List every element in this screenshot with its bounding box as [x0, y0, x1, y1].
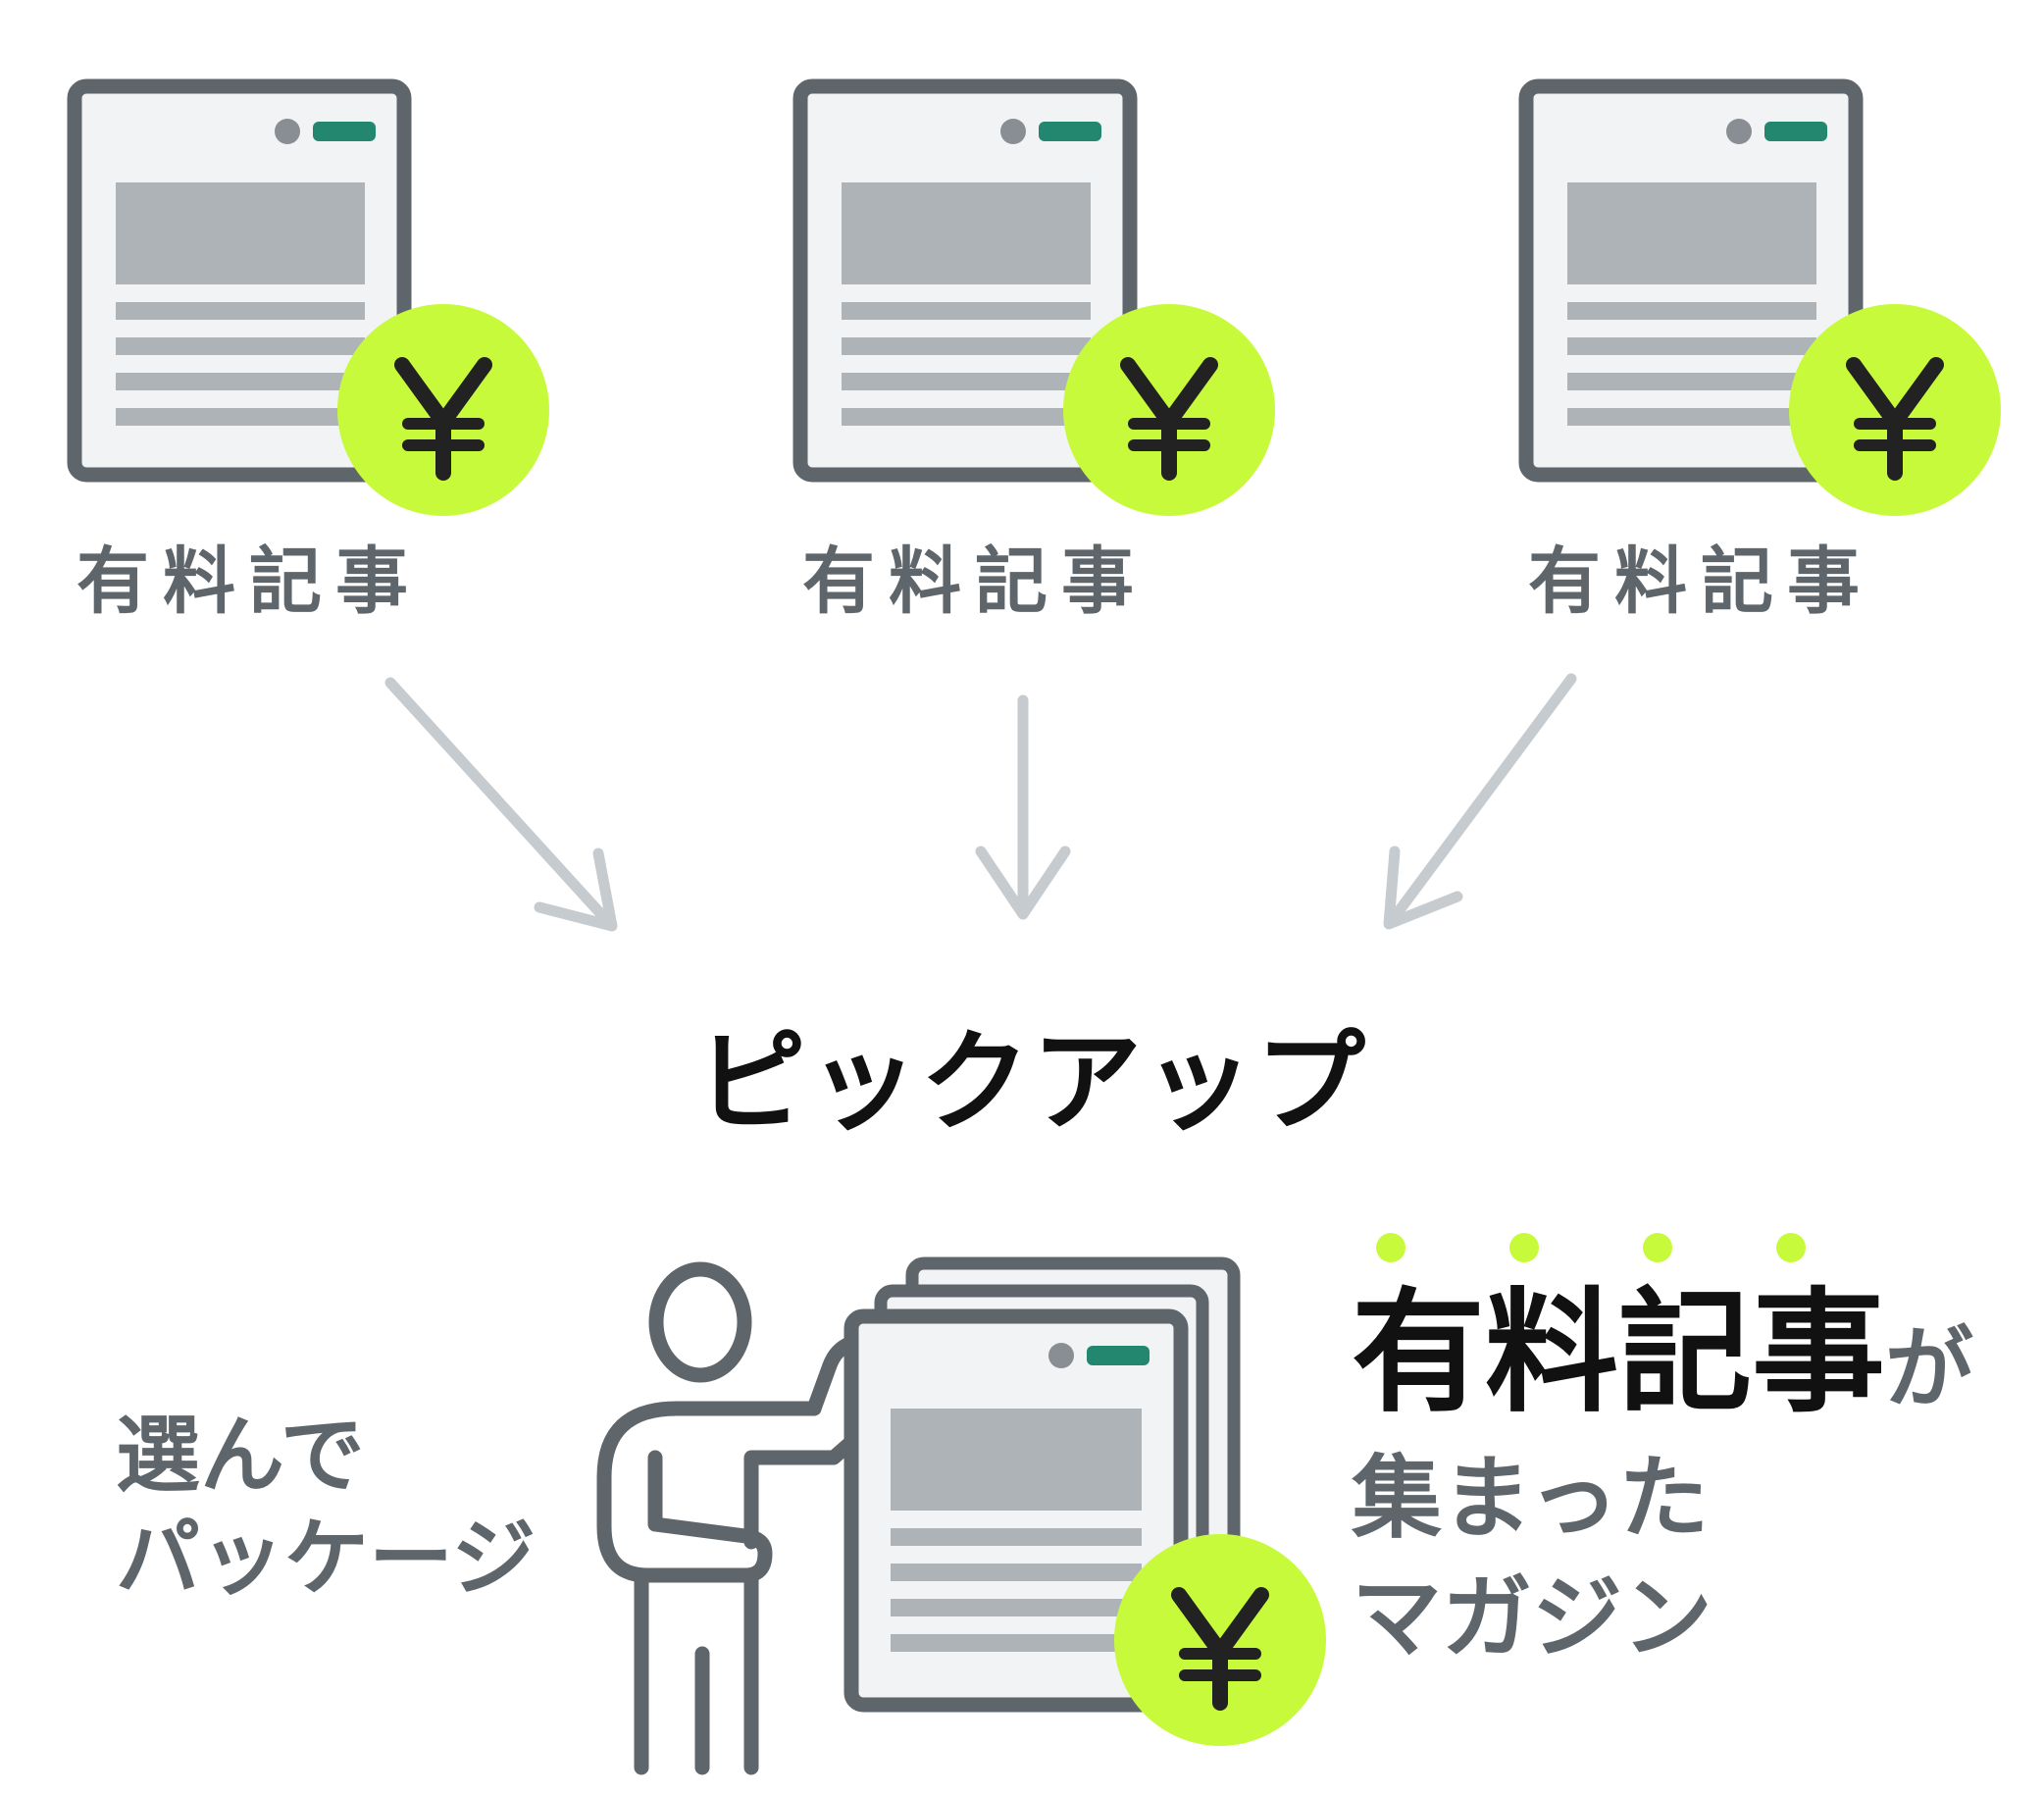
right-caption-line3: マガジン — [1352, 1565, 1713, 1670]
yen-coin-icon — [1789, 304, 2001, 516]
yen-coin-icon — [1063, 304, 1275, 516]
article-label-2: 有料記事 — [802, 539, 1148, 624]
magazine-stack — [843, 1256, 1241, 1713]
article-label-3: 有料記事 — [1528, 539, 1873, 624]
left-caption: 選んで パッケージ — [116, 1405, 606, 1611]
left-caption-line1: 選んで — [116, 1407, 365, 1505]
pickup-label: ピックアップ — [696, 1019, 1367, 1147]
person-icon — [596, 1261, 857, 1775]
arrow-right-to-center — [1383, 673, 1577, 930]
emphasis-dots — [1376, 1233, 1806, 1262]
arrow-center-down — [975, 694, 1071, 920]
left-caption-line2: パッケージ — [116, 1509, 537, 1608]
right-caption-line2: 集まった — [1352, 1446, 1710, 1551]
right-caption-emphasis: 有料記事 — [1352, 1276, 1885, 1431]
article-label-1: 有料記事 — [77, 539, 422, 624]
right-caption-line1: 有料記事が — [1352, 1287, 2018, 1420]
right-caption-particle: が — [1885, 1317, 1973, 1420]
yen-coin-icon — [1114, 1534, 1326, 1746]
yen-coin-icon — [337, 304, 549, 516]
right-caption: 有料記事が 集まった マガジン — [1352, 1287, 2018, 1664]
arrow-left-to-center — [384, 677, 618, 932]
